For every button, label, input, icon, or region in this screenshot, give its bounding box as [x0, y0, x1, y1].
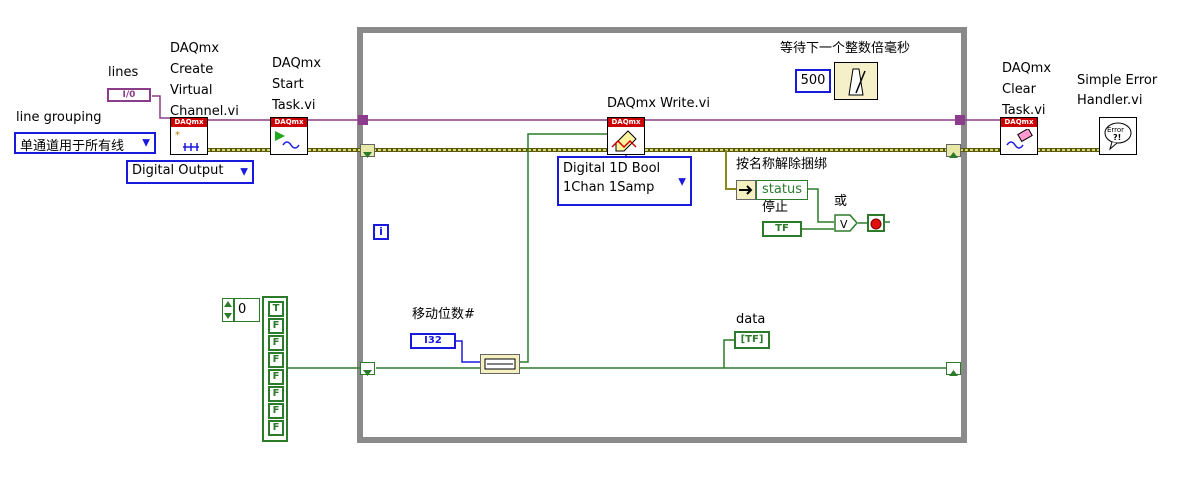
error-shift-register-right — [946, 144, 961, 158]
title-line: Virtual — [170, 83, 213, 98]
title-line: Task.vi — [272, 98, 316, 113]
daqmx-banner: DAQmx — [1001, 118, 1037, 127]
daqmx-banner: DAQmx — [171, 118, 207, 127]
stop-sign-icon — [870, 218, 882, 230]
array-element[interactable]: F — [268, 386, 284, 402]
svg-text:Error: Error — [1107, 126, 1124, 134]
array-index-display[interactable]: 0 — [234, 298, 260, 322]
shift-wire — [456, 340, 480, 363]
while-loop-frame — [357, 27, 967, 443]
bool-shift-register-right — [946, 362, 961, 376]
title-line: Channel.vi — [170, 104, 239, 119]
wait-label: 等待下一个整数倍毫秒 — [780, 41, 911, 56]
task-tunnel-in — [358, 115, 368, 125]
title-line: Start — [272, 77, 304, 92]
error-handler-title: Simple Error Handler.vi — [1077, 71, 1157, 111]
array-element[interactable]: F — [268, 420, 284, 436]
shift-constant[interactable]: I32 — [410, 333, 456, 349]
metronome-icon[interactable] — [834, 62, 878, 100]
write-mode-line: Digital 1D Bool — [563, 161, 661, 176]
title-line: Create — [170, 62, 214, 77]
stop-label: 停止 — [762, 200, 789, 215]
daqmx-banner: DAQmx — [271, 118, 307, 127]
stop-constant[interactable]: TF — [762, 221, 802, 237]
clear-task-title: DAQmx Clear Task.vi — [1002, 58, 1051, 121]
loop-index-terminal: i — [373, 224, 389, 240]
array-index-value: 0 — [238, 302, 247, 317]
or-function[interactable]: V — [834, 214, 858, 232]
clear-task-node[interactable]: DAQmx — [1000, 117, 1038, 155]
array-element[interactable]: F — [268, 369, 284, 385]
create-channel-icon: * — [175, 130, 199, 151]
write-node[interactable]: DAQmx — [607, 117, 645, 155]
title-line: DAQmx — [272, 56, 322, 71]
digital-output-value: Digital Output — [132, 163, 224, 178]
write-mode-line: 1Chan 1Samp — [563, 180, 655, 195]
loop-index-text: i — [379, 225, 383, 238]
unbundle-label: 按名称解除捆绑 — [736, 157, 828, 172]
or-symbol: V — [840, 218, 848, 231]
wait-value: 500 — [800, 73, 826, 88]
play-icon — [275, 131, 300, 149]
write-mode-ring[interactable]: Digital 1D Bool 1Chan 1Samp ▼ — [557, 156, 692, 206]
write-title: DAQmx Write.vi — [607, 96, 710, 111]
stop-terminal[interactable] — [867, 214, 885, 232]
lines-label: lines — [108, 65, 139, 80]
create-channel-title: DAQmx Create Virtual Channel.vi — [170, 38, 239, 122]
svg-text:*: * — [175, 130, 180, 141]
dropdown-arrow-icon: ▼ — [678, 176, 686, 188]
array-constant: T F F F F F F F — [262, 296, 288, 442]
array-element[interactable]: F — [268, 403, 284, 419]
status-text: status — [762, 182, 802, 197]
rotate-array-node[interactable] — [480, 354, 520, 374]
task-wire — [152, 95, 1000, 121]
array-element[interactable]: T — [268, 301, 284, 317]
daqmx-banner: DAQmx — [608, 118, 644, 127]
title-line: DAQmx — [1002, 61, 1052, 76]
wait-constant[interactable]: 500 — [795, 69, 831, 93]
title-line: DAQmx — [170, 41, 220, 56]
dropdown-arrow-icon: ▼ — [142, 137, 150, 149]
data-label: data — [736, 312, 766, 327]
or-label: 或 — [834, 194, 848, 209]
error-shift-register-left — [360, 144, 375, 158]
task-tunnel-out — [955, 115, 965, 125]
array-element[interactable]: F — [268, 352, 284, 368]
dropdown-arrow-icon: ▼ — [240, 166, 248, 178]
array-index-stepper[interactable] — [222, 298, 234, 322]
bool-shift-register-left — [360, 362, 375, 376]
digital-output-ring[interactable]: Digital Output ▼ — [126, 160, 254, 184]
array-element[interactable]: F — [268, 318, 284, 334]
start-task-title: DAQmx Start Task.vi — [272, 53, 321, 116]
title-line: Handler.vi — [1077, 93, 1143, 108]
stop-constant-text: TF — [775, 223, 789, 234]
create-channel-node[interactable]: DAQmx * — [170, 117, 208, 155]
error-bubble-icon: Error ?! — [1104, 122, 1132, 151]
lines-constant[interactable]: I/0 — [107, 88, 151, 102]
data-indicator-text: [TF] — [740, 334, 764, 345]
unbundle-node[interactable] — [736, 180, 756, 200]
shift-constant-text: I32 — [424, 335, 442, 346]
pencil-icon — [611, 130, 637, 152]
eraser-icon — [1006, 129, 1033, 149]
data-indicator[interactable]: [TF] — [734, 331, 770, 349]
line-grouping-ring[interactable]: 单通道用于所有线 ▼ — [14, 132, 156, 154]
array-element[interactable]: F — [268, 335, 284, 351]
title-line: Clear — [1002, 82, 1036, 97]
line-grouping-label: line grouping — [16, 110, 102, 125]
status-wire — [725, 150, 868, 230]
title-line: Simple Error — [1077, 73, 1158, 88]
title-line: Task.vi — [1002, 103, 1046, 118]
error-handler-node[interactable]: Error ?! — [1099, 117, 1137, 155]
shift-label: 移动位数# — [412, 307, 475, 322]
lines-constant-text: I/0 — [122, 90, 136, 100]
unbundle-status-field[interactable]: status — [756, 180, 808, 200]
line-grouping-value: 单通道用于所有线 — [20, 139, 125, 154]
start-task-node[interactable]: DAQmx — [270, 117, 308, 155]
svg-text:?!: ?! — [1113, 133, 1121, 142]
